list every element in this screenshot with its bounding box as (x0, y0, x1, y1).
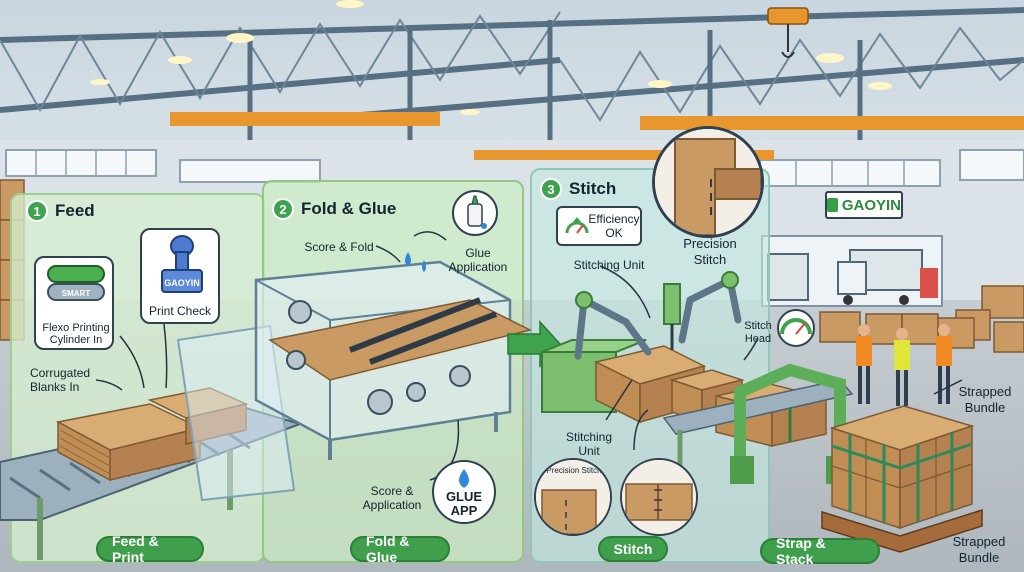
corner-stitch-icon (655, 129, 761, 235)
stitching-unit-top-label: Stitching Unit (573, 258, 645, 272)
score-application-label: Score & Application (362, 484, 422, 513)
precision-stitch-small-detail: Precision Stitch (534, 458, 612, 536)
glue-app-text: GLUE APP (445, 489, 483, 518)
brand-name: GAOYIN (841, 196, 901, 214)
glue-bottle-icon (467, 195, 487, 229)
box-seam-detail (620, 458, 698, 536)
precision-stitch-small-label: Precision Stitch (546, 466, 602, 475)
strapped-bundle (821, 405, 983, 553)
flexo-cylinder-callout: SMART Flexo Printing Cylinder In (34, 256, 114, 350)
step-title: Fold & Glue (301, 199, 397, 218)
print-check-label: Print Check (148, 304, 212, 318)
flexo-cylinder-label: Flexo Printing Cylinder In (42, 322, 110, 346)
score-fold-label: Score & Fold (304, 240, 374, 254)
efficiency-callout: Efficiency OK (556, 206, 642, 246)
roller-text: SMART (62, 289, 91, 298)
stitch-seam-icon (536, 460, 610, 534)
efficiency-text: Efficiency OK (588, 212, 640, 240)
glue-bottle-callout (452, 190, 498, 236)
step-fold-glue-heading: 2 Fold & Glue (272, 198, 396, 220)
strapped-bundle-top-label: Strapped Bundle (958, 384, 1012, 415)
step-feed-heading: 1 Feed (26, 200, 95, 222)
step-title: Stitch (569, 179, 617, 198)
workers (856, 324, 952, 406)
brand-logo: GAOYIN (825, 191, 903, 219)
stitching-unit-bottom-label: Stitching Unit (565, 430, 613, 459)
strapped-bundle-bottom-label: Strapped Bundle (952, 534, 1006, 565)
print-check-callout: GAOYIN Print Check (140, 228, 220, 324)
step-number-badge: 3 (540, 178, 562, 200)
stamp-text: GAOYIN (164, 278, 200, 288)
stitch-pill: Stitch (598, 536, 668, 562)
precision-stitch-label: Precision Stitch (683, 236, 737, 267)
precision-stitch-detail (652, 126, 764, 238)
glue-app-badge: GLUE APP (432, 460, 496, 524)
step-stitch-heading: 3 Stitch (540, 178, 616, 200)
step-number-badge: 2 (272, 198, 294, 220)
corrugated-blanks-label: Corrugated Blanks In (30, 366, 91, 395)
box-seam-icon (622, 460, 696, 534)
brand-mark-icon (827, 198, 838, 212)
step-number-badge: 1 (26, 200, 48, 222)
glue-drops-icon (405, 252, 426, 272)
folder-gluer-machine (254, 260, 533, 460)
glue-drop-icon (459, 469, 469, 488)
feed-print-pill: Feed & Print (96, 533, 204, 565)
stitch-head-label: Stitch Head (744, 320, 772, 346)
fold-glue-pill: Fold & Glue (350, 533, 450, 565)
stamp-icon: GAOYIN (161, 235, 203, 293)
gauge-icon (565, 217, 589, 234)
roller-icon: SMART (47, 265, 105, 301)
strap-stack-pill: Strap & Stack (760, 535, 880, 567)
glue-application-label: Glue Application (448, 246, 508, 275)
step-title: Feed (55, 201, 95, 220)
